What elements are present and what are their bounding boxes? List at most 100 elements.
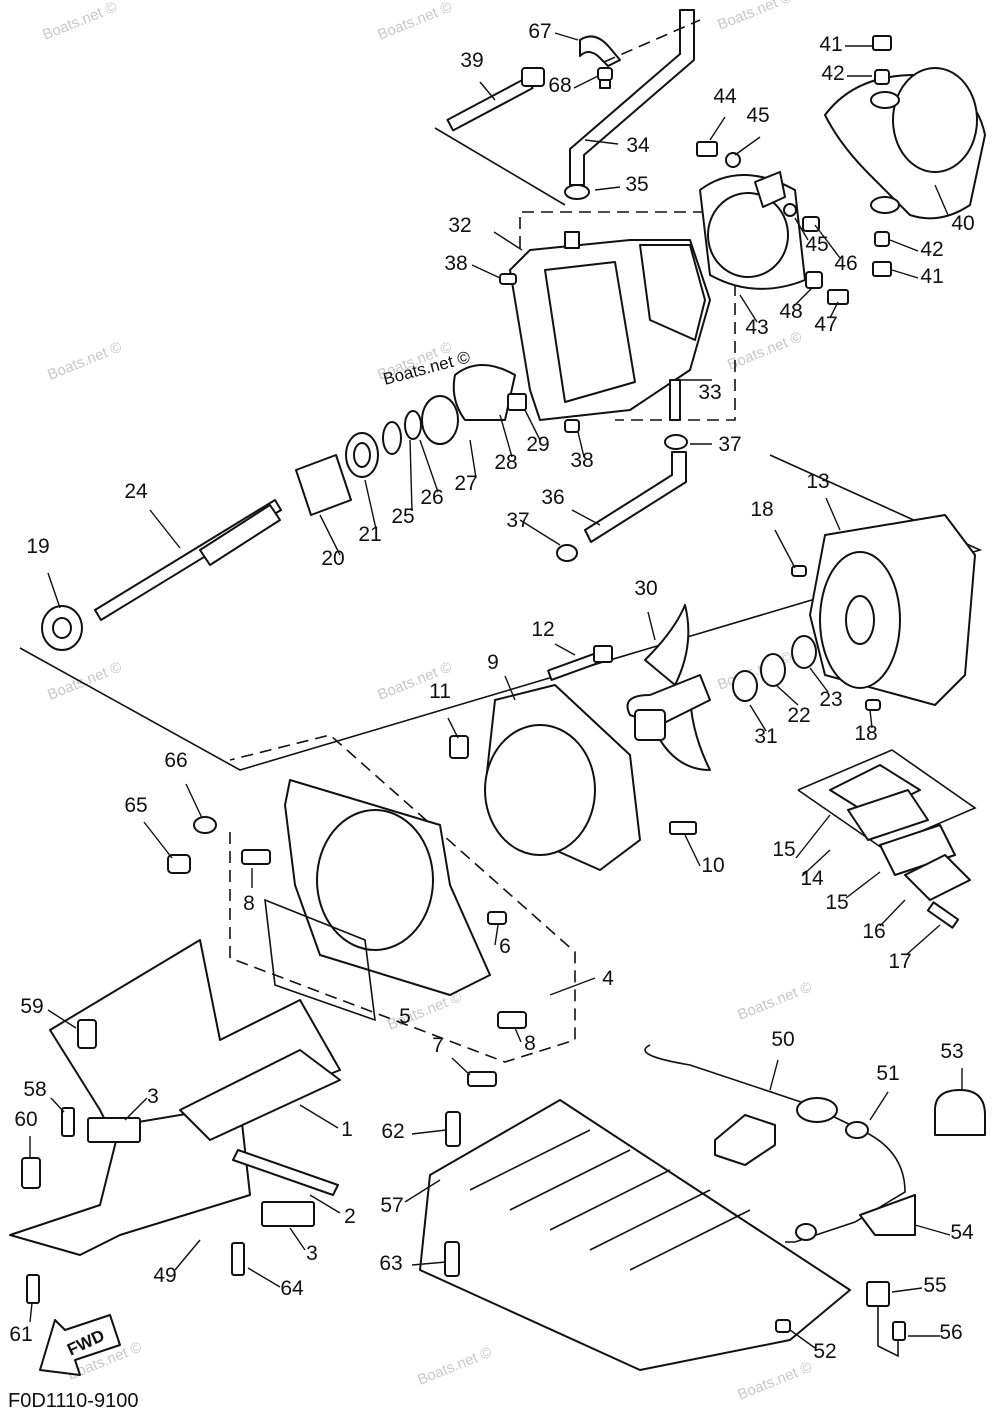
callout-4: 4	[602, 967, 614, 990]
leader-line	[891, 1287, 923, 1293]
callout-64: 64	[280, 1277, 304, 1300]
leader-line	[499, 414, 513, 458]
callout-24: 24	[124, 480, 148, 503]
callout-61: 61	[9, 1323, 32, 1346]
leader-line	[793, 287, 813, 307]
leader-line	[493, 231, 523, 251]
leader-line	[869, 1091, 889, 1121]
leader-line	[891, 269, 919, 279]
hose-clip	[564, 184, 590, 200]
callout-labels: 1233456788910111213141515161718181920212…	[9, 20, 974, 1363]
leader-line	[647, 611, 656, 641]
clamp-icon	[579, 35, 621, 67]
callout-18: 18	[750, 498, 773, 521]
watermark-text: Boats.net ©	[715, 0, 794, 34]
callout-19: 19	[26, 535, 49, 558]
callout-27: 27	[454, 472, 477, 495]
callout-46: 46	[834, 252, 857, 275]
callout-62: 62	[381, 1120, 404, 1143]
callout-12: 12	[531, 618, 554, 641]
leader-line	[934, 184, 949, 216]
callout-41: 41	[819, 33, 842, 56]
upper-hose	[569, 9, 695, 186]
leader-line	[479, 81, 496, 101]
callout-18: 18	[854, 722, 877, 745]
callout-48: 48	[779, 300, 802, 323]
leader-line	[594, 186, 621, 191]
leader-line	[411, 1261, 447, 1266]
callout-42: 42	[821, 62, 844, 85]
leader-line	[29, 1302, 33, 1323]
leader-line	[409, 439, 413, 512]
leader-line	[774, 529, 796, 569]
callout-3: 3	[306, 1242, 318, 1265]
leader-line	[469, 439, 477, 479]
leader-line	[825, 497, 841, 531]
callout-8: 8	[524, 1032, 536, 1055]
leader-line	[289, 1227, 306, 1251]
callout-11: 11	[429, 680, 451, 703]
forward-arrow-icon	[39, 1314, 121, 1376]
callout-65: 65	[124, 794, 147, 817]
leader-line	[319, 514, 341, 556]
leader-line	[749, 704, 767, 732]
callout-15: 15	[772, 838, 795, 861]
leader-line	[299, 1104, 339, 1129]
leader-line	[905, 924, 941, 956]
callout-30: 30	[634, 577, 657, 600]
callout-52: 52	[813, 1340, 836, 1363]
leader-line	[573, 75, 599, 89]
leader-line	[471, 264, 501, 279]
leader-lines	[29, 32, 963, 1349]
callout-41: 41	[920, 265, 943, 288]
impeller	[626, 604, 711, 771]
pump-liner	[484, 684, 641, 871]
leader-line	[801, 849, 831, 877]
callout-37: 37	[718, 433, 741, 456]
callout-59: 59	[20, 995, 43, 1018]
watermark-text: Boats.net ©	[40, 0, 119, 44]
leader-line	[584, 139, 619, 145]
callout-9: 9	[487, 651, 499, 674]
leader-line	[411, 1129, 447, 1135]
callout-60: 60	[14, 1108, 37, 1131]
callout-39: 39	[460, 49, 483, 72]
callout-25: 25	[391, 505, 414, 528]
leader-line	[734, 136, 761, 156]
callout-38: 38	[444, 252, 467, 275]
leader-line	[869, 709, 873, 729]
screw-icon	[597, 67, 613, 89]
watermark-text: Boats.net ©	[375, 0, 454, 44]
callout-17: 17	[888, 950, 911, 973]
callout-66: 66	[164, 749, 187, 772]
callout-54: 54	[950, 1221, 974, 1244]
callout-36: 36	[541, 486, 564, 509]
leader-line	[404, 1179, 441, 1203]
callout-34: 34	[626, 134, 650, 157]
watermark-text: Boats.net ©	[735, 1358, 814, 1403]
leader-line	[50, 1097, 65, 1113]
leader-line	[143, 821, 173, 859]
callout-68: 68	[548, 74, 571, 97]
callout-28: 28	[494, 451, 517, 474]
callout-67: 67	[528, 20, 551, 43]
leader-line	[519, 519, 561, 546]
callout-2: 2	[344, 1205, 356, 1228]
leader-line	[914, 1224, 951, 1236]
leader-line	[554, 32, 579, 41]
callout-45: 45	[805, 233, 828, 256]
nozzle-housing	[509, 231, 711, 421]
watermark-text: Boats.net ©	[735, 978, 814, 1023]
leader-line	[709, 116, 726, 141]
leader-line	[185, 783, 203, 819]
leader-line	[451, 1057, 471, 1076]
leader-line	[829, 301, 839, 319]
watermark-text: Boats.net ©	[415, 1343, 494, 1388]
leader-line	[845, 871, 881, 899]
watermark-text: Boats.net ©	[385, 988, 464, 1033]
leader-line	[514, 1027, 522, 1043]
callout-38: 38	[570, 449, 593, 472]
intake-duct	[284, 779, 491, 996]
leader-line	[149, 509, 181, 549]
